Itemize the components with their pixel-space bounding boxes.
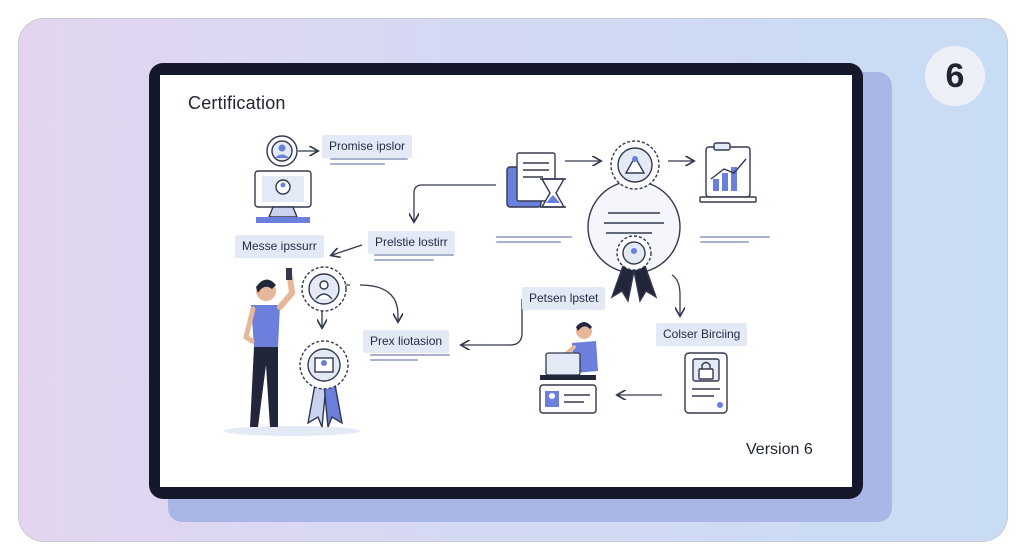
monitor-icon bbox=[254, 170, 312, 223]
hourglass-icon bbox=[540, 178, 566, 208]
version-label: Version 6 bbox=[746, 441, 813, 458]
placeholder-lines bbox=[496, 233, 572, 246]
placeholder-lines bbox=[330, 155, 408, 168]
award-seal-icon bbox=[587, 140, 681, 274]
label-petsen: Petsen lpstet bbox=[522, 287, 606, 310]
label-colser: Colser Birciing bbox=[656, 323, 748, 346]
profile-badge-icon bbox=[266, 135, 298, 167]
step-badge: 6 bbox=[925, 46, 985, 106]
lock-document-icon bbox=[684, 352, 728, 414]
connector-arrows bbox=[298, 151, 693, 395]
label-prelstie: Prelstie lostirr bbox=[368, 231, 455, 254]
chart-icon bbox=[699, 142, 757, 203]
label-prex: Prex liotasion bbox=[363, 330, 450, 353]
monitor-screen: Certification Promise ipslor Messe ipssu… bbox=[160, 75, 852, 487]
label-promise: Promise ipslor bbox=[322, 135, 413, 158]
placeholder-lines bbox=[374, 251, 454, 264]
ribbon-icon bbox=[610, 235, 658, 303]
profile-seal-icon bbox=[301, 266, 347, 312]
placeholder-lines bbox=[700, 233, 770, 246]
document-stack-icon bbox=[506, 152, 556, 208]
person-icon bbox=[224, 268, 360, 436]
laptop-icon bbox=[540, 322, 598, 380]
id-card-icon bbox=[539, 384, 597, 414]
slide-title: Certification bbox=[188, 93, 286, 113]
label-messe: Messe ipssurr bbox=[235, 235, 324, 258]
workflow-diagram bbox=[224, 135, 757, 436]
ribbon-award-icon bbox=[299, 340, 349, 428]
placeholder-lines bbox=[370, 351, 450, 364]
